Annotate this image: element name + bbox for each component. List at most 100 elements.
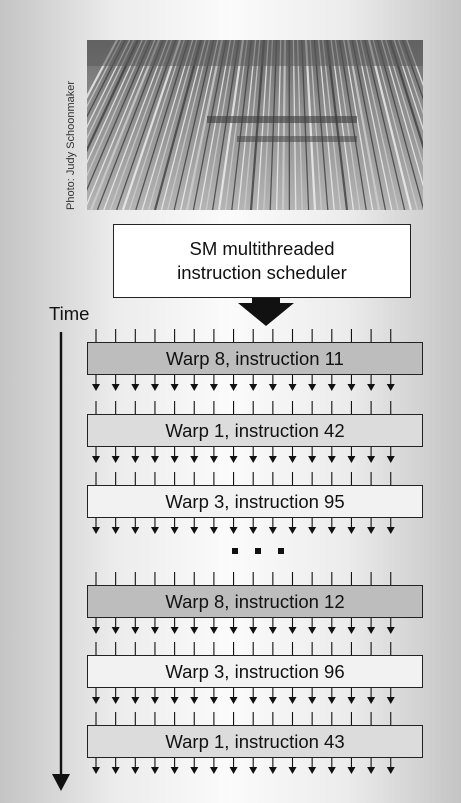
output-arrow-head: [111, 384, 120, 391]
output-arrow-head: [209, 697, 218, 704]
thread-strand: [87, 40, 147, 177]
output-arrow-head: [111, 627, 120, 634]
thread-strand: [372, 40, 419, 210]
thread-strand: [135, 40, 190, 210]
thread-strand: [322, 40, 342, 210]
output-arrow-head: [327, 697, 336, 704]
output-arrow-head: [367, 697, 376, 704]
thread-strand: [231, 40, 253, 210]
thread-strand: [243, 40, 261, 210]
output-arrow-head: [268, 456, 277, 463]
output-arrow-head: [386, 697, 395, 704]
warp-box-4: Warp 8, instruction 12: [87, 585, 423, 618]
thread-strand: [87, 40, 122, 108]
thread-strand: [388, 40, 423, 150]
output-arrow-head: [150, 527, 159, 534]
output-arrow-head: [209, 456, 218, 463]
thread-strand: [334, 40, 361, 210]
thread-strand: [385, 40, 423, 167]
thread-strand: [313, 40, 329, 210]
thread-strand: [364, 40, 406, 210]
output-arrow-head: [131, 627, 140, 634]
thread-strand: [153, 40, 203, 210]
thread-strand: [393, 40, 423, 131]
output-arrow-head: [288, 627, 297, 634]
ellipsis: [232, 548, 284, 554]
thread-strand: [96, 40, 164, 210]
output-arrow-head: [92, 527, 100, 534]
output-arrow-head: [229, 456, 238, 463]
output-arrow-head: [386, 767, 395, 774]
output-arrow-head: [150, 627, 159, 634]
output-arrow-head: [386, 627, 395, 634]
thread-strand: [121, 40, 182, 210]
output-arrow-head: [209, 527, 218, 534]
output-arrow-head: [209, 767, 218, 774]
thread-strand: [109, 40, 173, 210]
output-arrow-head: [229, 697, 238, 704]
output-arrow-head: [190, 627, 199, 634]
warp-box-5: Warp 3, instruction 96: [87, 655, 423, 688]
output-arrow-head: [131, 767, 140, 774]
output-arrow-head: [347, 697, 356, 704]
thread-strand: [367, 40, 413, 210]
output-arrow-head: [347, 527, 356, 534]
output-arrow-head: [131, 527, 140, 534]
output-arrow-head: [190, 527, 199, 534]
output-arrow-head: [150, 767, 159, 774]
thread-strand: [179, 40, 219, 210]
warp-box-2: Warp 1, instruction 42: [87, 414, 423, 447]
thread-strand: [309, 40, 323, 210]
output-arrow-head: [347, 767, 356, 774]
ellipsis-dot: [255, 548, 261, 554]
output-arrow-head: [288, 384, 297, 391]
thread-strand: [103, 40, 169, 210]
output-arrow-head: [92, 456, 100, 463]
thread-strand: [211, 40, 240, 210]
thread-strand: [87, 40, 135, 140]
output-arrow-head: [92, 697, 100, 704]
output-arrow-head: [190, 384, 199, 391]
warp-2-thread-lanes: [92, 401, 395, 463]
output-arrow-head: [367, 627, 376, 634]
thread-strand: [346, 40, 381, 210]
instruction-scheduler-box: SM multithreaded instruction scheduler: [113, 224, 411, 298]
output-arrow-head: [268, 767, 277, 774]
output-arrow-head: [209, 384, 218, 391]
output-arrow-head: [288, 697, 297, 704]
thread-strand: [269, 40, 278, 210]
output-arrow-head: [308, 456, 317, 463]
output-arrow-head: [150, 384, 159, 391]
ellipsis-dot: [232, 548, 238, 554]
output-arrow-head: [386, 384, 395, 391]
output-arrow-head: [268, 527, 277, 534]
output-arrow-head: [229, 384, 238, 391]
output-arrow-head: [367, 456, 376, 463]
output-arrow-head: [268, 384, 277, 391]
output-arrow-head: [367, 384, 376, 391]
thread-strand: [256, 40, 269, 210]
output-arrow-head: [367, 527, 376, 534]
warp-3-thread-lanes: [92, 472, 395, 534]
thread-strand: [205, 40, 236, 210]
output-arrow-head: [131, 456, 140, 463]
thread-strand: [296, 40, 303, 210]
warp-1-thread-lanes: [92, 329, 395, 391]
output-arrow-head: [92, 627, 100, 634]
warp-box-6: Warp 1, instruction 43: [87, 725, 423, 758]
thread-strand: [237, 40, 257, 210]
time-axis-arrow: [52, 332, 70, 791]
thread-strand: [317, 40, 335, 210]
output-arrow-head: [92, 767, 100, 774]
loom-warp-threads-photo: [87, 40, 423, 210]
thread-strand: [380, 40, 423, 188]
output-arrow-head: [190, 767, 199, 774]
thread-strand: [87, 40, 126, 118]
thread-strand: [338, 40, 367, 210]
thread-strand: [330, 40, 355, 210]
thread-strand: [355, 40, 393, 210]
output-arrow-head: [327, 767, 336, 774]
output-arrow-head: [268, 697, 277, 704]
output-arrow-head: [327, 384, 336, 391]
warp-box-1: Warp 8, instruction 11: [87, 342, 423, 375]
